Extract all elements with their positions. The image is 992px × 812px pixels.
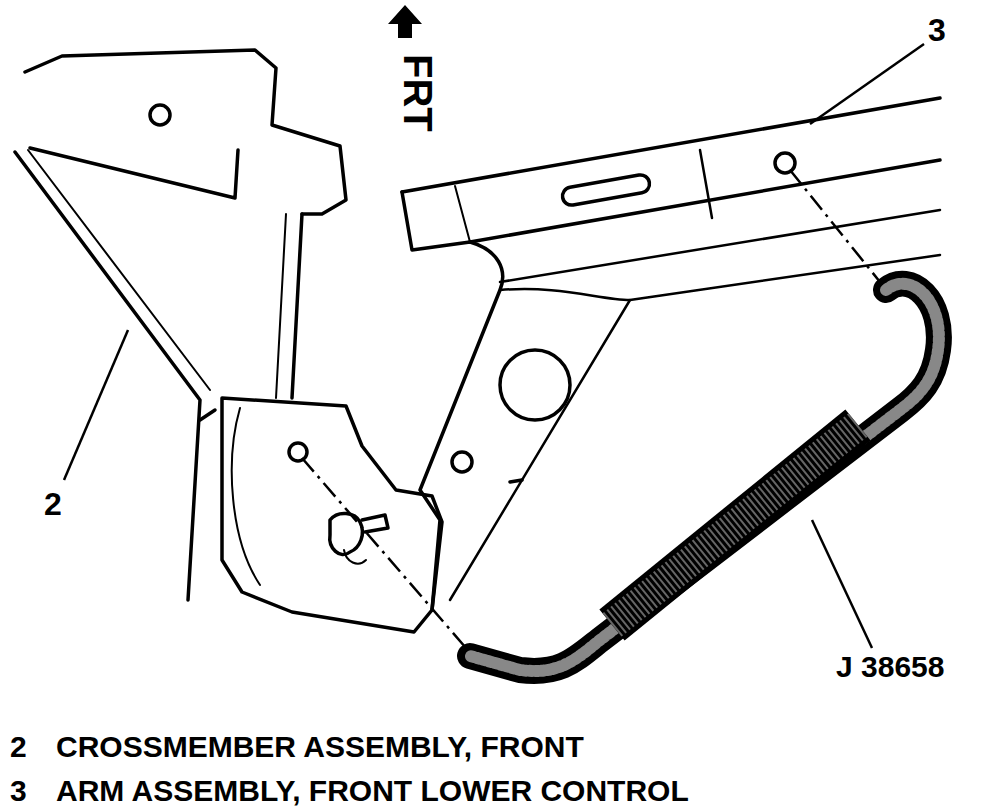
tool-texture bbox=[470, 284, 939, 671]
arm-edge bbox=[455, 186, 470, 242]
direction-label: FRT bbox=[398, 54, 438, 132]
legend-text: ARM ASSEMBLY, FRONT LOWER CONTROL bbox=[56, 776, 689, 806]
hole bbox=[452, 452, 472, 472]
bolt bbox=[344, 550, 366, 564]
crossmember-edge bbox=[200, 410, 215, 420]
leader-line bbox=[812, 520, 872, 648]
tool-rod bbox=[470, 284, 939, 671]
alignment-line bbox=[790, 170, 880, 282]
arm-edge bbox=[500, 210, 940, 282]
arm-edge bbox=[450, 300, 630, 600]
crossmember-outline bbox=[25, 50, 346, 214]
bracket-edge bbox=[232, 408, 260, 585]
bolt bbox=[330, 513, 363, 554]
leader-line bbox=[810, 44, 924, 124]
bracket bbox=[222, 398, 442, 632]
tool-grip-texture bbox=[612, 425, 858, 625]
lower-control-arm bbox=[402, 98, 940, 610]
arm-edge bbox=[402, 98, 940, 192]
front-arrow bbox=[388, 5, 422, 38]
tool-number: J 38658 bbox=[836, 652, 944, 682]
tool bbox=[470, 284, 939, 671]
crossmember-edge bbox=[292, 214, 302, 398]
hole bbox=[500, 350, 570, 420]
hole bbox=[289, 443, 307, 461]
crossmember-edge bbox=[30, 148, 238, 198]
arm-edge bbox=[700, 150, 712, 218]
legend-number: 2 bbox=[10, 732, 27, 762]
hole bbox=[150, 105, 170, 125]
slot bbox=[561, 173, 651, 206]
tool-grip bbox=[612, 425, 858, 625]
crossmember-edge bbox=[276, 214, 286, 398]
leader-line bbox=[64, 330, 128, 480]
hole bbox=[775, 153, 795, 173]
alignment-line bbox=[302, 170, 880, 648]
legend-number: 3 bbox=[10, 776, 27, 806]
alignment-line bbox=[302, 458, 466, 648]
mark bbox=[510, 480, 522, 482]
callout-number: 3 bbox=[928, 14, 946, 46]
legend-text: CROSSMEMBER ASSEMBLY, FRONT bbox=[56, 732, 584, 762]
bolt bbox=[362, 515, 388, 532]
crossmember-edge bbox=[15, 152, 200, 600]
callout-number: 2 bbox=[44, 488, 62, 520]
leader-lines bbox=[64, 44, 924, 648]
arm-body bbox=[420, 242, 503, 610]
